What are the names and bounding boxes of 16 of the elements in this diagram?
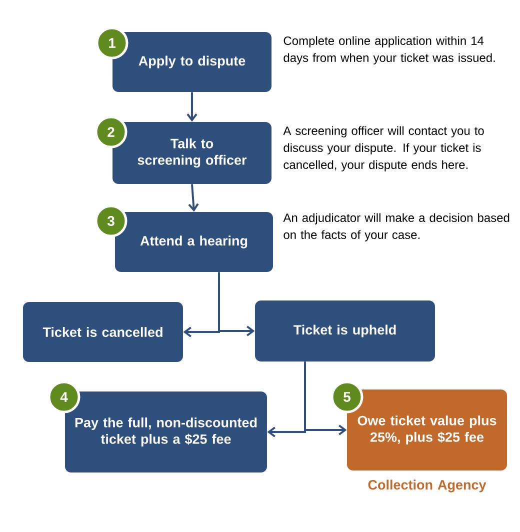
process-box: Ticket is cancelled (23, 302, 183, 362)
arrow (218, 272, 255, 336)
description-text: A screening officer will contact you to discuss your dispute. If your ticket is cancelled, your dispute ends here. (283, 126, 484, 172)
number-badge: 2 (94, 116, 128, 148)
description-text: An adjudicator will make a decision based on the facts of your case. (283, 213, 510, 242)
arrow (186, 92, 198, 122)
number-badge: 1 (96, 26, 128, 60)
number-badge: 5 (330, 380, 364, 414)
caption-text: Collection Agency (368, 480, 486, 492)
number-badge: 3 (94, 204, 128, 238)
process-box: Attend a hearing (115, 212, 273, 272)
description-text: Complete online application within 14 days from when your ticket was issued. (284, 36, 495, 64)
arrow (188, 184, 199, 212)
process-box: Ticket is upheld (255, 300, 435, 362)
number-badge: 4 (48, 380, 80, 414)
arrow (304, 362, 347, 436)
